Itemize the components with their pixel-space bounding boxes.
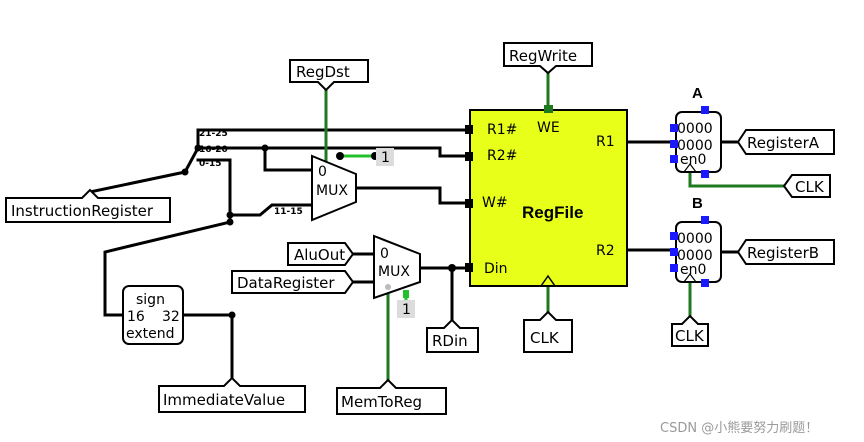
- tunnel-regwrite: RegWrite: [503, 42, 593, 75]
- regfile-pin-out1: R1: [596, 134, 615, 150]
- sign-extend-in-width: 16: [127, 309, 145, 325]
- regfile-block: R1# R2# W# Din WE R1 R2 RegFile: [465, 105, 628, 287]
- mux-memtoreg: 0 MUX 1: [373, 234, 421, 318]
- regfile-pin-din: Din: [484, 261, 508, 277]
- register-a-title: A: [692, 85, 703, 102]
- register-a: A 0000 0000 en0: [670, 85, 722, 178]
- splitter-label-21-25: 21-25: [199, 129, 228, 139]
- mux1-label: MUX: [316, 183, 348, 199]
- mux1-input0-label: 0: [318, 164, 327, 180]
- sign-extend-block: sign 16 32 extend: [122, 285, 184, 345]
- tunnel-clk-regfile-label: CLK: [530, 329, 560, 347]
- regfile-pin-w: W#: [482, 195, 508, 211]
- sign-extend-line1: sign: [136, 292, 165, 308]
- register-a-row1: 0000: [677, 121, 713, 137]
- tunnel-immediate-value: ImmediateValue: [158, 376, 306, 413]
- register-a-enable: en0: [680, 152, 706, 168]
- regfile-pin-out2: R2: [596, 243, 615, 259]
- tunnel-rdin-label: RDin: [432, 332, 468, 350]
- regfile-pin-we: WE: [537, 120, 560, 136]
- control-wires: [324, 70, 784, 380]
- tunnel-register-a-label: RegisterA: [747, 134, 820, 152]
- sign-extend-line3: extend: [126, 326, 175, 342]
- tunnel-clk-b-label: CLK: [675, 327, 705, 345]
- mux-regdst: 0 MUX 1: [311, 148, 394, 222]
- register-b: B 0000 0000 en0: [670, 195, 722, 287]
- register-a-row2: 0000: [677, 138, 713, 154]
- splitter-label-11-15: 11-15: [274, 207, 303, 217]
- tunnel-clk-regfile: CLK: [523, 310, 573, 353]
- splitter-label-0-15: 0-15: [199, 159, 222, 169]
- tunnel-clk-a-label: CLK: [795, 178, 825, 196]
- mux2-input0-label: 0: [380, 246, 389, 262]
- tunnel-data-register: DataRegister: [231, 270, 355, 294]
- register-b-enable: en0: [680, 262, 706, 278]
- tunnel-register-b-label: RegisterB: [747, 244, 819, 262]
- tunnel-immediate-value-label: ImmediateValue: [163, 391, 285, 409]
- register-b-row1: 0000: [677, 231, 713, 247]
- regfile-pin-r1: R1#: [487, 122, 517, 138]
- tunnel-instruction-register-label: InstructionRegister: [11, 202, 154, 220]
- tunnel-aluout-label: AluOut: [294, 246, 345, 264]
- register-b-row2: 0000: [677, 248, 713, 264]
- sign-extend-out-width: 32: [162, 309, 180, 325]
- tunnel-register-a: RegisterA: [736, 129, 835, 155]
- tunnel-regdst-label: RegDst: [296, 63, 350, 81]
- splitter-label-16-20: 16-20: [199, 145, 228, 155]
- splitter-labels: 21-25 16-20 0-15 11-15: [199, 129, 303, 217]
- register-b-title: B: [692, 195, 703, 212]
- tunnel-instruction-register: InstructionRegister: [5, 188, 171, 223]
- tunnel-regdst: RegDst: [289, 59, 369, 92]
- tunnel-rdin: RDin: [426, 318, 479, 353]
- mux2-label: MUX: [378, 264, 410, 280]
- data-wires: [88, 128, 740, 380]
- tunnel-memtoreg: MemToReg: [336, 378, 447, 415]
- tunnel-register-b: RegisterB: [736, 239, 835, 265]
- regfile-pin-r2: R2#: [487, 148, 517, 164]
- tunnel-regwrite-label: RegWrite: [509, 47, 577, 65]
- tunnel-aluout: AluOut: [287, 242, 355, 266]
- tunnel-clk-b: CLK: [671, 314, 709, 347]
- regfile-title: RegFile: [522, 203, 583, 222]
- mux1-constant: 1: [381, 150, 390, 166]
- tunnel-data-register-label: DataRegister: [237, 274, 335, 292]
- watermark-text: CSDN @小熊要努力刷题！: [660, 420, 818, 436]
- tunnel-memtoreg-label: MemToReg: [341, 393, 422, 411]
- mux2-constant: 1: [402, 302, 411, 318]
- tunnel-clk-a: CLK: [782, 174, 831, 198]
